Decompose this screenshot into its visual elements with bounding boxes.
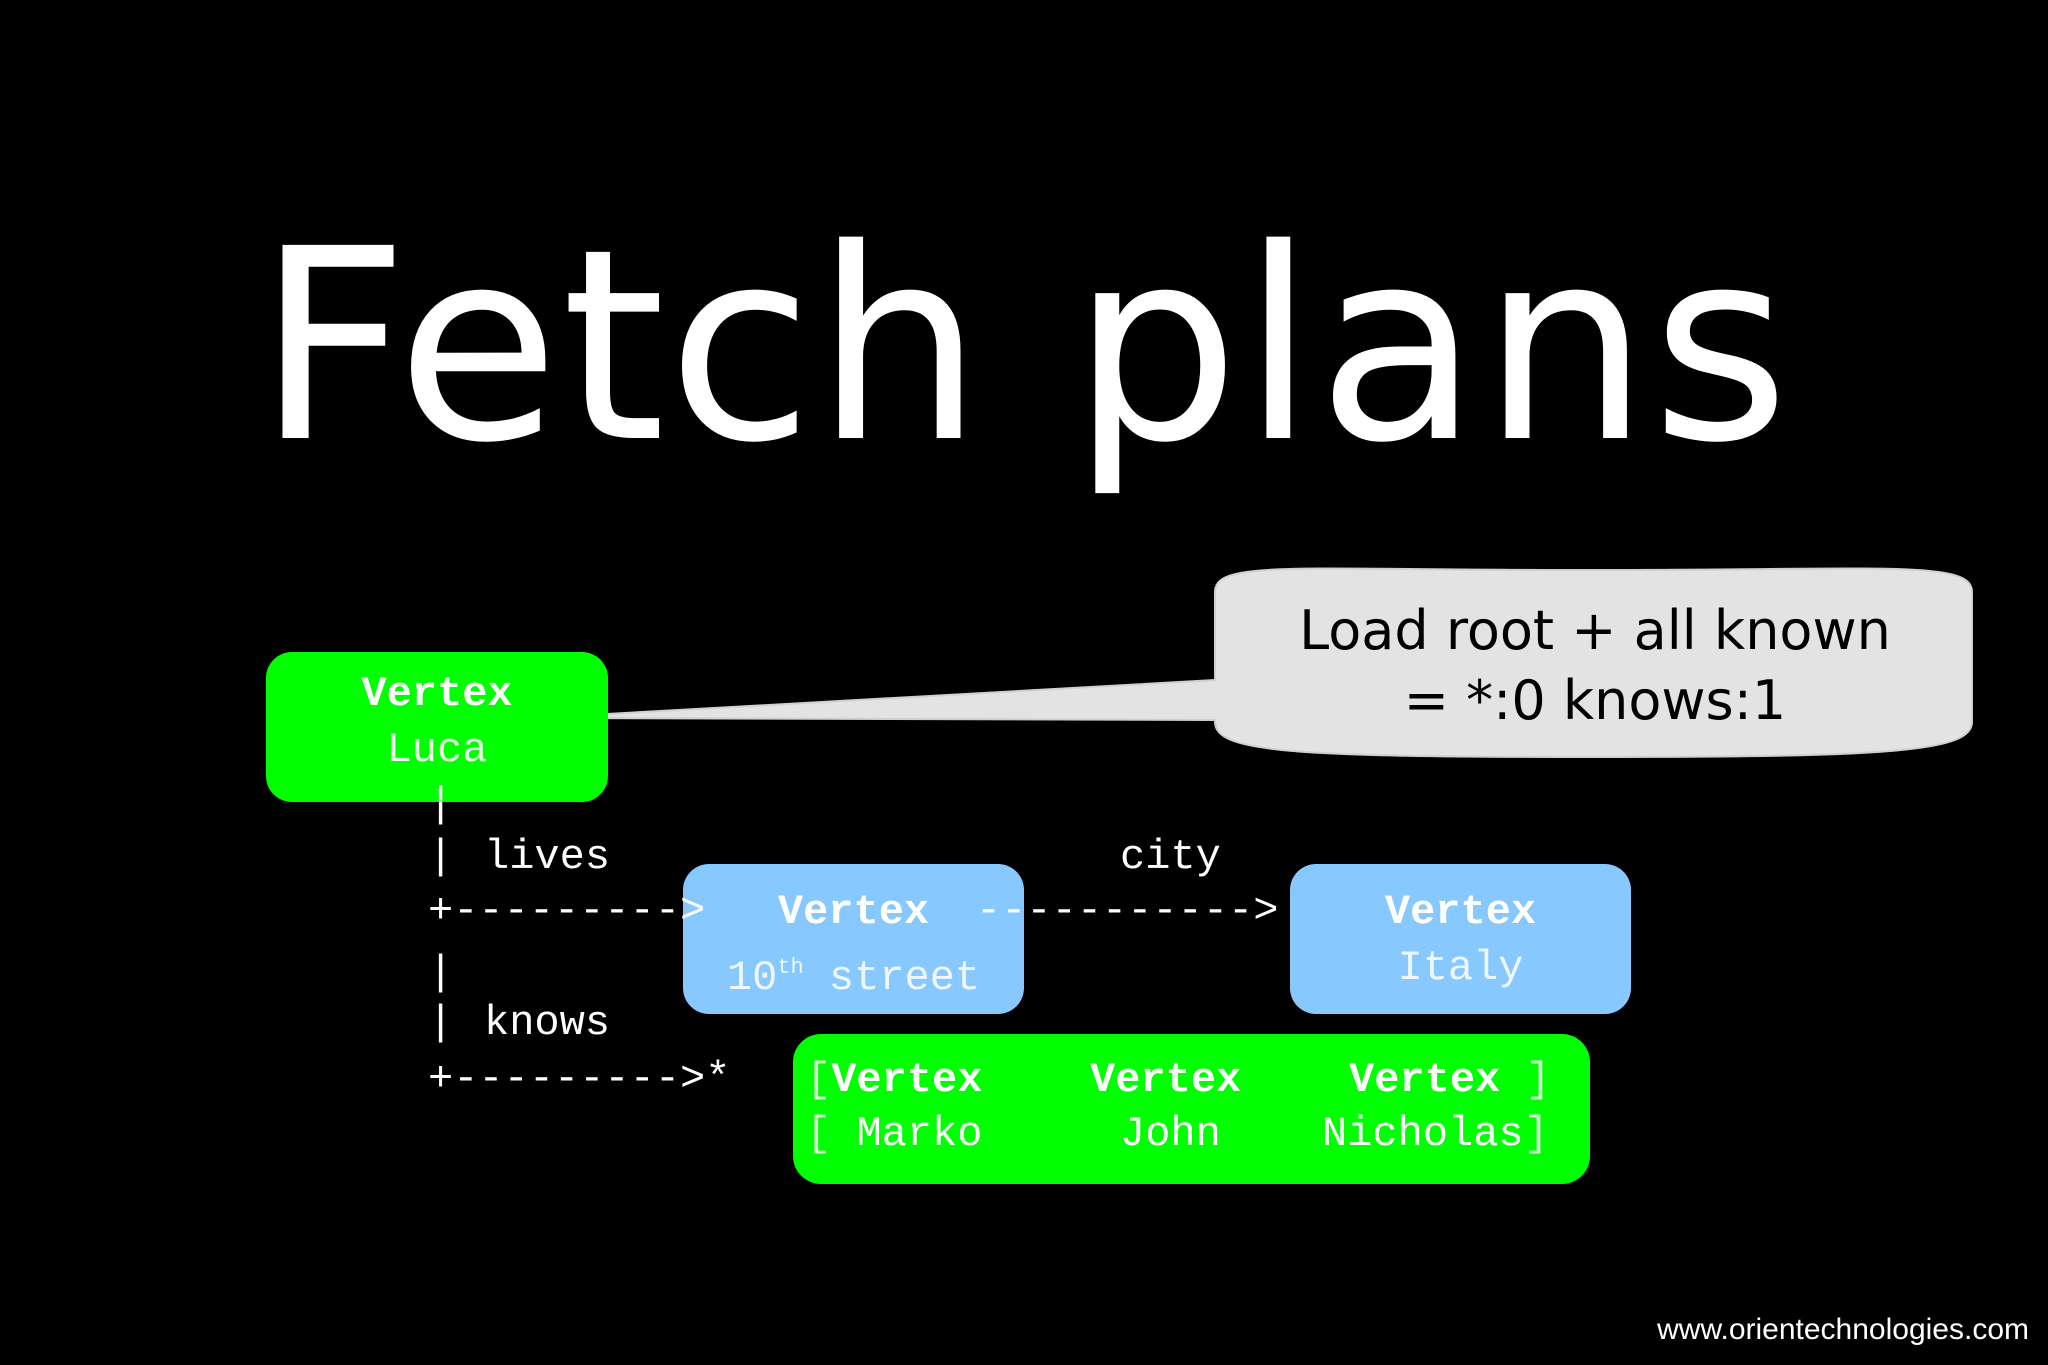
known-vertex-type-1: Vertex: [831, 1056, 983, 1104]
city-vertex-name: Italy: [1397, 944, 1524, 992]
arrow-city: ----------->: [976, 887, 1279, 935]
footer-url[interactable]: www.orientechnologies.com: [1657, 1313, 2029, 1346]
connector-vertical-4: |: [428, 999, 454, 1047]
known-vertex-name-1-wrap: [ Marko: [806, 1110, 982, 1158]
list-close-bracket-2: ]: [1523, 1110, 1549, 1158]
callout-bubble: [534, 567, 1973, 759]
connector-vertical-1: |: [428, 781, 454, 829]
known-vertex-type-3-wrap: Vertex ]: [1349, 1056, 1551, 1104]
callout-text: Load root + all known = *:0 knows:1: [1218, 596, 1972, 736]
slide-title: Fetch plans: [256, 193, 1792, 501]
city-vertex[interactable]: Vertex Italy: [1290, 864, 1631, 1014]
known-vertex-type-2: Vertex: [1090, 1056, 1242, 1104]
street-vertex-name: 10th street: [683, 940, 1024, 1006]
callout-line-1: Load root + all known: [1299, 599, 1891, 662]
known-vertices-list[interactable]: [793, 1034, 1590, 1184]
arrow-lives: +--------->: [428, 887, 706, 935]
root-vertex-type: Vertex: [361, 670, 513, 718]
list-close-bracket: ]: [1525, 1056, 1551, 1104]
known-vertex-type-3: Vertex: [1349, 1056, 1501, 1104]
street-ordinal: th: [777, 955, 804, 980]
street-vertex[interactable]: Vertex 10th street: [683, 864, 1024, 1014]
known-vertex-name-3-wrap: Nicholas]: [1322, 1110, 1549, 1158]
connector-vertical-3: |: [428, 949, 454, 997]
list-open-bracket-2: [: [806, 1110, 832, 1158]
street-vertex-type: Vertex: [777, 888, 930, 936]
root-vertex-name: Luca: [386, 726, 488, 774]
street-word: street: [803, 954, 981, 1002]
connector-vertical-2: |: [428, 833, 454, 881]
city-vertex-type: Vertex: [1384, 888, 1537, 936]
known-vertex-name-2-wrap: John: [1120, 1110, 1221, 1158]
street-number: 10: [726, 954, 778, 1002]
edge-label-lives: lives: [484, 833, 611, 881]
callout-line-2: = *:0 knows:1: [1403, 669, 1787, 732]
known-vertices-types: [Vertex: [806, 1056, 982, 1104]
list-open-bracket: [: [806, 1056, 832, 1104]
arrow-knows: +--------->*: [428, 1055, 731, 1103]
known-vertex-name-1: Marko: [856, 1110, 983, 1158]
root-vertex[interactable]: Vertex Luca: [266, 652, 608, 802]
known-vertex-name-3: Nicholas: [1322, 1110, 1524, 1158]
edge-label-knows: knows: [484, 999, 611, 1047]
known-vertex-type-2-wrap: Vertex: [1090, 1056, 1241, 1104]
known-vertex-name-2: John: [1120, 1110, 1221, 1158]
edge-label-city: city: [1120, 833, 1221, 881]
